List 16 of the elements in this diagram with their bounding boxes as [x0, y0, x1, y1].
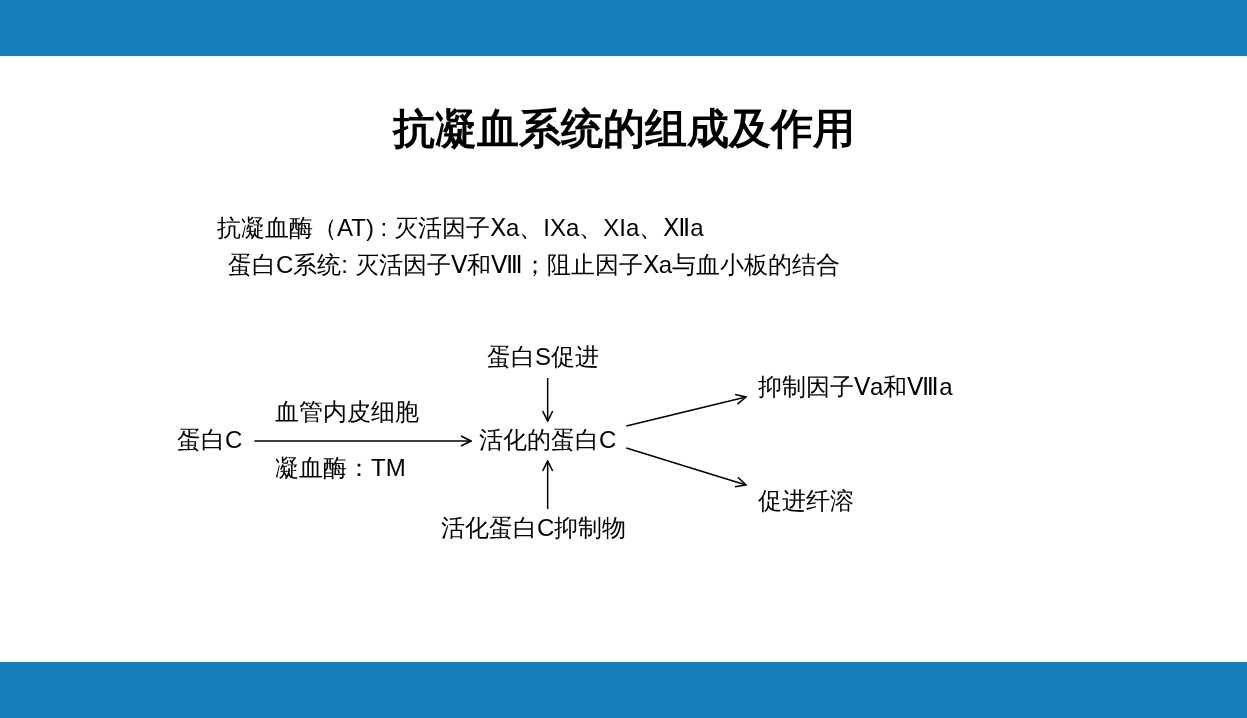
note-text: 凝血酶：TM [275, 453, 406, 483]
arrow [253, 435, 472, 447]
text-line: 蛋白C系统: 灭活因子Ⅴ和Ⅷ；阻止因子Ⅹa与血小板的结合 [228, 250, 840, 280]
edge-label: 血管内皮细胞 [274, 397, 419, 427]
node-text: 蛋白C [177, 425, 243, 455]
node-text: 促进纤溶 [758, 486, 854, 516]
node-text: 活化蛋白C抑制物 [441, 513, 627, 543]
text-line: 抗凝血酶（AT) : 灭活因子Ⅹa、IXa、XIa、Ⅻa [217, 213, 704, 243]
node-text: 抑制因子Ⅴa和Ⅷa [758, 372, 953, 402]
node-text: 蛋白S促进 [487, 342, 599, 372]
node-text: 活化的蛋白C [479, 425, 617, 455]
arrow [541, 460, 554, 510]
title: 抗凝血系统的组成及作用 [391, 104, 856, 154]
arrow [541, 377, 554, 422]
arrow [625, 447, 747, 488]
arrow [625, 393, 747, 427]
